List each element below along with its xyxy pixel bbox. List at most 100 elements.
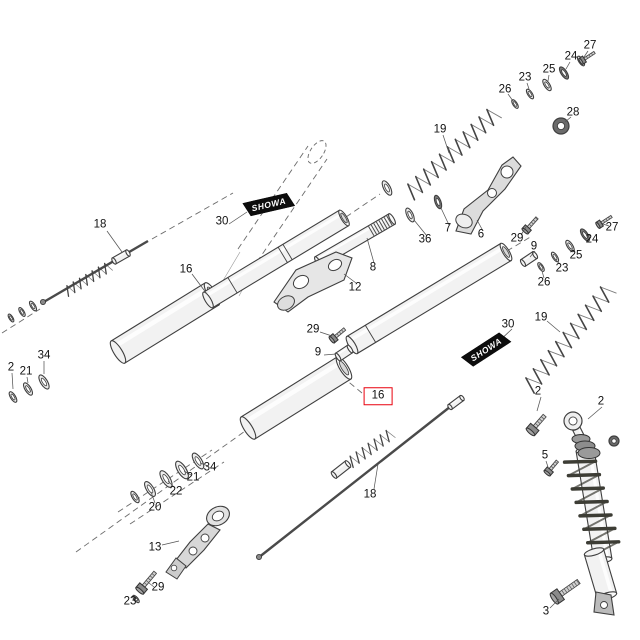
bolt-29 [328,327,347,344]
leader-line [26,376,29,384]
fork-spring-19-right [525,286,617,394]
nut-24 [558,66,570,80]
construction-line [256,158,328,263]
shock-upper-bolt-2 [525,413,547,437]
part-label-16-highlighted[interactable]: 16 [363,387,393,405]
showa-badge-shape [460,332,512,367]
fork-inner-tube-upper [202,209,350,309]
rod-end [40,298,47,305]
leader-line [536,396,542,412]
spacer-9 [519,250,539,268]
part-label-19[interactable]: 19 [433,123,447,136]
part-label-18[interactable]: 18 [93,218,107,231]
part-label-8[interactable]: 8 [369,261,377,274]
part-label-23[interactable]: 23 [518,71,532,84]
damper-rod-upper [41,239,149,305]
washer-34 [191,452,205,470]
part-label-3[interactable]: 3 [542,605,550,618]
washer-25 [542,78,552,92]
bolt-27 [595,214,613,229]
part-label-12[interactable]: 12 [348,281,362,294]
leader-line [569,247,575,252]
leader-line [547,74,550,82]
washer-26 [511,99,519,109]
leader-line [323,353,337,356]
part-label-30[interactable]: 30 [501,318,515,331]
part-label-7[interactable]: 7 [444,222,452,235]
bracket-hole [188,546,198,556]
part-label-26[interactable]: 26 [537,276,551,289]
washer [28,300,38,312]
clamp-hole [292,274,310,290]
bracket-boss [455,213,473,229]
bolt-29 [521,216,539,235]
bottom-bracket-13 [175,523,221,569]
rod-fitting [111,249,131,265]
leader-line [167,480,176,489]
leader-line [585,233,592,237]
part-label-23[interactable]: 23 [123,595,137,608]
fork-outer-tube-upper [109,282,221,364]
part-label-21[interactable]: 21 [186,471,200,484]
part-label-2[interactable]: 2 [597,395,605,408]
bracket-hole [500,165,514,179]
part-label-29[interactable]: 29 [510,232,524,245]
showa-badge-lower: SHOWA [460,332,512,367]
part-label-22[interactable]: 22 [169,485,183,498]
part-label-20[interactable]: 20 [148,501,162,514]
part-label-21[interactable]: 21 [19,365,33,378]
part-label-36[interactable]: 36 [418,233,432,246]
part-label-24[interactable]: 24 [585,233,599,246]
leader-line [549,598,560,609]
construction-line [506,235,533,252]
part-label-25[interactable]: 25 [542,63,556,76]
seal-ring [8,391,18,403]
part-label-25[interactable]: 25 [569,249,583,262]
part-label-23[interactable]: 23 [555,262,569,275]
part-label-9[interactable]: 9 [530,240,538,253]
rod-end [255,554,262,561]
leader-line [11,372,14,390]
stop-ring-22 [159,470,173,488]
part-label-27[interactable]: 27 [605,221,619,234]
part-label-24[interactable]: 24 [564,50,578,63]
leader-line [555,259,561,265]
tube-end-ring [381,180,393,196]
part-label-29[interactable]: 29 [306,323,320,336]
ghost-tube-end [307,140,327,164]
part-label-6[interactable]: 6 [477,228,485,241]
shock-nut [608,435,620,447]
ring-36 [405,207,415,223]
dust-seal-20 [144,480,156,498]
rod-tip [447,394,465,411]
part-label-5[interactable]: 5 [541,449,549,462]
leader-line [442,134,450,154]
part-label-13[interactable]: 13 [148,541,162,554]
leader-line [529,250,536,258]
part-label-30[interactable]: 30 [215,215,229,228]
part-label-28[interactable]: 28 [566,106,580,119]
part-label-18[interactable]: 18 [363,488,377,501]
part-label-9[interactable]: 9 [314,346,322,359]
leader-line [565,61,571,70]
part-label-29[interactable]: 29 [151,581,165,594]
part-label-19[interactable]: 19 [534,311,548,324]
leader-line [587,406,603,420]
leader-line [520,226,527,236]
part-label-34[interactable]: 34 [203,461,217,474]
bolt-27 [578,50,596,65]
part-label-2[interactable]: 2 [7,361,15,374]
part-label-27[interactable]: 27 [583,39,597,52]
part-label-2[interactable]: 2 [534,385,542,398]
rebound-spring-upper [66,262,113,297]
part-label-16[interactable]: 16 [179,263,193,276]
bracket-hole [487,188,497,198]
clamp-boss [277,295,295,311]
shock-spring [562,459,621,558]
oil-seal-21 [175,460,189,480]
washer-26 [537,262,545,272]
part-label-34[interactable]: 34 [37,349,51,362]
damper-piston [330,460,352,479]
showa-badge-upper: SHOWA [242,192,296,217]
part-label-26[interactable]: 26 [498,83,512,96]
